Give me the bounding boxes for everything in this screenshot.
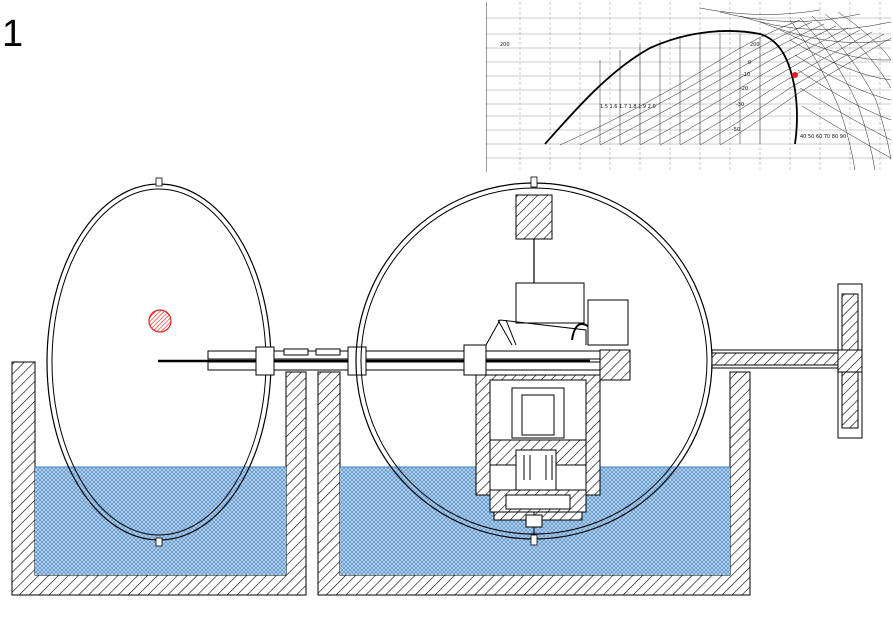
- ph-chart-y-tick-1: 1: [480, 115, 483, 121]
- connecting-shaft: [207, 344, 631, 381]
- svg-text:40 50 60 70 80 90: 40 50 60 70 80 90: [800, 134, 846, 140]
- svg-text:-10: -10: [742, 72, 750, 78]
- left-tank-water: [35, 467, 286, 575]
- svg-text:1.5 1.6 1.7 1.8 1.9 2.0: 1.5 1.6 1.7 1.8 1.9 2.0: [600, 104, 656, 110]
- ph-chart-saturation-dome: [544, 30, 798, 145]
- svg-text:200: 200: [500, 42, 510, 48]
- svg-text:0: 0: [748, 60, 751, 66]
- figure-number-label: 1: [2, 13, 23, 55]
- svg-text:-20: -20: [740, 86, 748, 92]
- ph-chart-fine-labels: 200 200 0 -10 -20 -30 -50 40 50 60 70 80…: [500, 42, 846, 140]
- left-water-tank: [11, 361, 307, 596]
- ph-chart-background: [486, 2, 891, 172]
- ph-chart-state-point: [792, 72, 798, 78]
- ph-chart-y-tick-10: 10: [476, 16, 482, 22]
- svg-text:-30: -30: [736, 102, 744, 108]
- internal-mechanism: [475, 282, 629, 535]
- output-shaft-propeller: [711, 283, 863, 439]
- svg-text:-50: -50: [732, 127, 740, 133]
- ph-chart-inset: 200 200 0 -10 -20 -30 -50 40 50 60 70 80…: [476, 2, 891, 172]
- svg-text:200: 200: [750, 42, 760, 48]
- ph-chart-gridlines: [486, 2, 891, 172]
- hanging-weight: [515, 194, 553, 285]
- ph-chart-isolines: [559, 7, 891, 171]
- hatched-circle-icon: [148, 309, 172, 333]
